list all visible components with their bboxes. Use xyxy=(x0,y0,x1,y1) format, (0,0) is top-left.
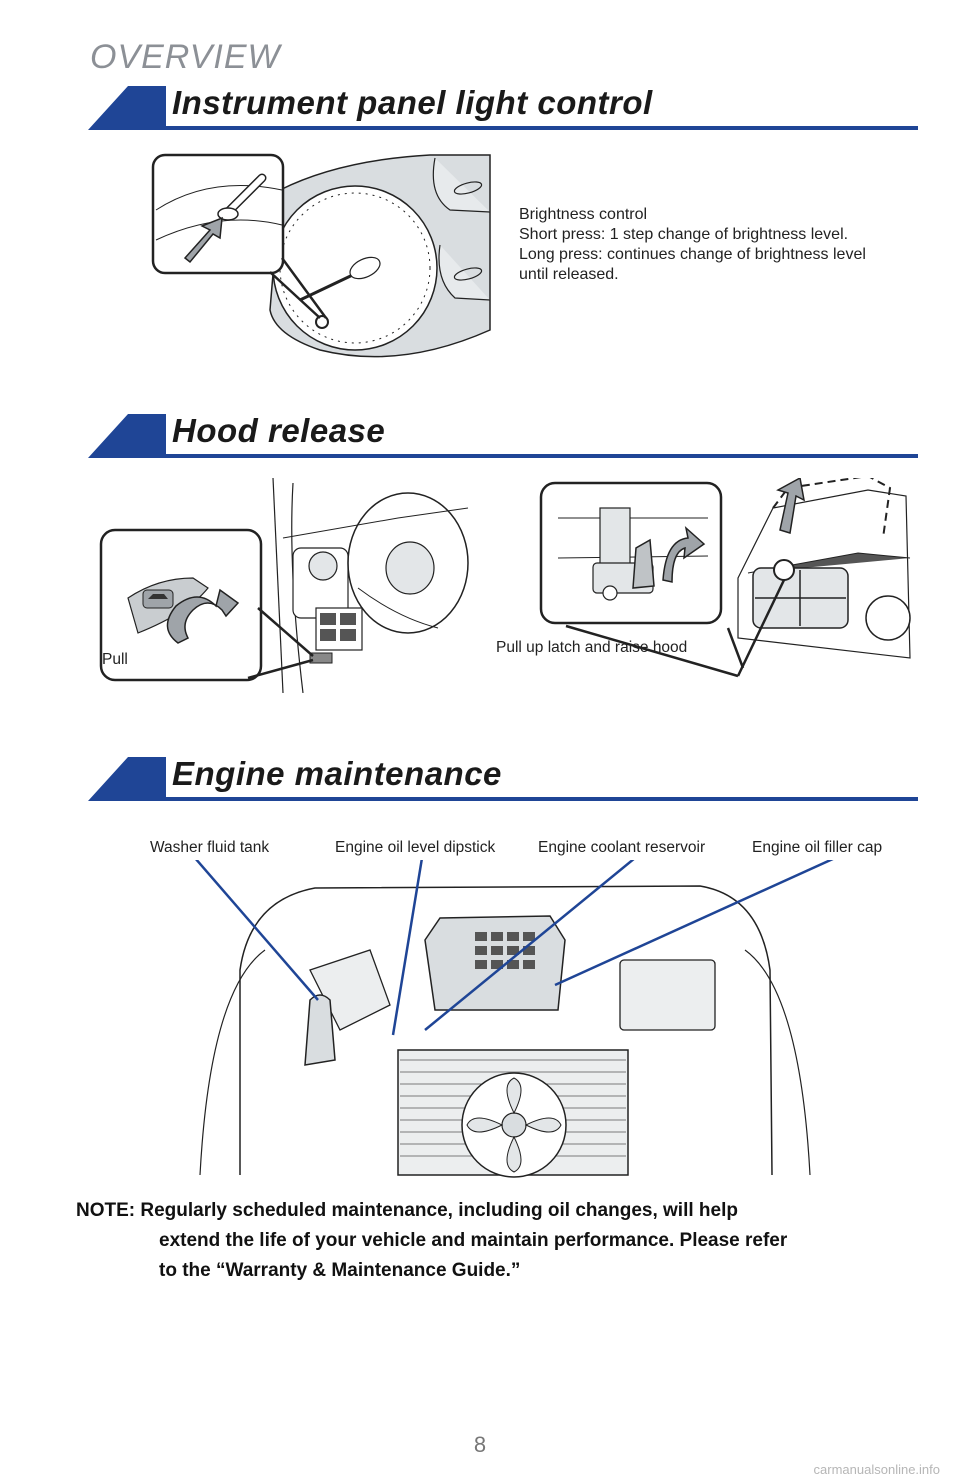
note-line-1: NOTE: Regularly scheduled maintenance, i… xyxy=(76,1200,738,1221)
note-line-2: extend the life of your vehicle and main… xyxy=(159,1230,788,1251)
page-section-label: OVERVIEW xyxy=(90,38,281,76)
section-title-engine: Engine maintenance xyxy=(172,755,502,792)
callout-coolant-reservoir: Engine coolant reservoir xyxy=(538,839,706,856)
callout-oil-dipstick: Engine oil level dipstick xyxy=(335,839,496,856)
callout-washer-fluid-tank: Washer fluid tank xyxy=(150,839,270,856)
callout-oil-filler-cap: Engine oil filler cap xyxy=(752,839,883,856)
section-title-hood: Hood release xyxy=(172,412,386,449)
hood-latch-illustration xyxy=(539,478,911,678)
section-title-instrument: Instrument panel light control xyxy=(172,84,653,121)
instrument-panel-illustration xyxy=(151,153,491,358)
page-number: 8 xyxy=(473,1432,487,1457)
maintenance-note: NOTE: Regularly scheduled maintenance, i… xyxy=(76,1196,916,1286)
latch-instruction-label: Pull up latch and raise hood xyxy=(496,639,688,656)
engine-bay-illustration xyxy=(195,860,834,1178)
brightness-control-caption: Brightness control Short press: 1 step c… xyxy=(519,206,866,283)
note-line-3: to the “Warranty & Maintenance Guide.” xyxy=(159,1260,521,1281)
pull-label: Pull xyxy=(102,651,128,668)
watermark: carmanualsonline.info xyxy=(813,1462,940,1477)
hood-release-lever-illustration xyxy=(99,478,469,693)
